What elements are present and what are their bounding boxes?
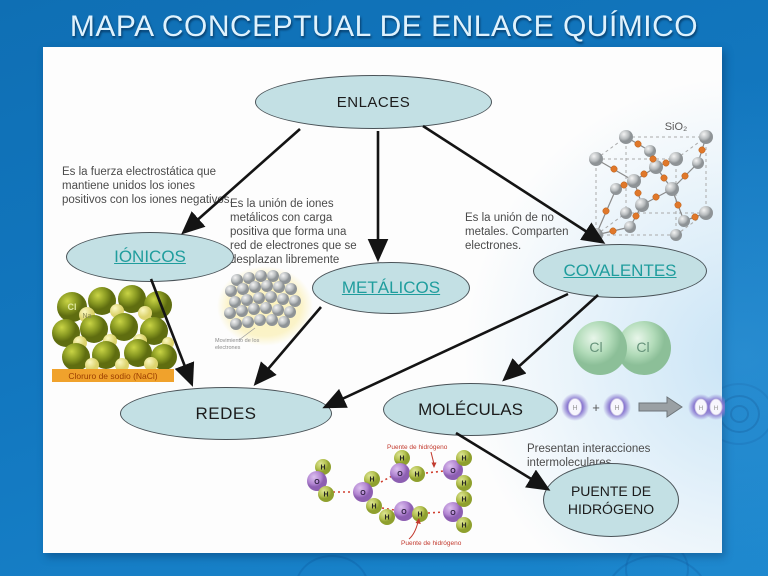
node-metalicos: METÁLICOS — [312, 262, 470, 314]
h-atom: H — [603, 393, 631, 421]
h2-formation-illustration: H + H H H — [561, 393, 725, 421]
svg-text:H: H — [399, 456, 404, 463]
water-molecules: H O H H O H H O H O H H — [307, 450, 472, 533]
cl-atom-sphere — [617, 321, 671, 375]
node-redes-label: REDES — [195, 403, 257, 423]
hbond-bottom-label: Puente de hidrógeno — [401, 540, 462, 547]
silicon-spheres — [589, 130, 713, 242]
hbond-bottom-pointer — [408, 521, 419, 540]
water-molecule: H O H — [353, 471, 382, 514]
metallic-lattice-illustration: Movimiento de los electrones — [215, 266, 313, 352]
water-molecule: O H H — [443, 491, 472, 533]
metal-sphere-grid — [224, 270, 301, 330]
svg-text:O: O — [450, 510, 456, 517]
arrow-icon — [638, 396, 683, 418]
slide-title: MAPA CONCEPTUAL DE ENLACE QUÍMICO — [69, 10, 699, 43]
svg-text:H: H — [414, 472, 419, 479]
ionicos-description: Es la fuerza electrostática que mantiene… — [62, 166, 233, 207]
nacl-sphere-cluster: Cl Na — [52, 285, 177, 372]
h-label: H — [714, 405, 719, 412]
svg-text:O: O — [397, 471, 403, 478]
concept-map-canvas: ENLACES IÓNICOS METÁLICOS COVALENTES RED… — [43, 47, 725, 553]
node-covalentes-label: COVALENTES — [563, 261, 677, 280]
hbond-top-label: Puente de hidrógeno — [387, 444, 448, 451]
node-moleculas-label: MOLÉCULAS — [418, 399, 523, 419]
hbond-bottom-pointer-head — [415, 518, 421, 524]
nacl-caption-bar — [52, 369, 174, 382]
node-metalicos-label: METÁLICOS — [341, 278, 441, 297]
na-atom-label: Na — [83, 313, 92, 320]
cl2-atom1-label: Cl — [589, 339, 602, 355]
node-puente-hidrogeno-label: PUENTE DE HIDRÓGENO — [567, 482, 655, 517]
svg-text:H: H — [371, 504, 376, 511]
node-puente-hidrogeno: PUENTE DE HIDRÓGENO — [543, 463, 679, 537]
h-label: H — [699, 405, 704, 412]
svg-text:H: H — [461, 456, 466, 463]
svg-text:H: H — [461, 481, 466, 488]
svg-text:H: H — [323, 492, 328, 499]
cl2-molecule-illustration: Cl Cl — [573, 321, 671, 375]
metalicos-description: Es la unión de iones metálicos con carga… — [230, 198, 357, 267]
covalentes-description: Es la unión de no metales. Comparten ele… — [465, 212, 569, 253]
sio2-network-illustration: SiO₂ — [589, 121, 713, 242]
svg-text:H: H — [461, 497, 466, 504]
node-ionicos-label: IÓNICOS — [114, 247, 186, 266]
hbond-top-pointer — [430, 451, 435, 465]
svg-text:H: H — [320, 465, 325, 472]
svg-text:H: H — [384, 515, 389, 522]
svg-text:O: O — [401, 509, 407, 516]
water-molecule: H O H — [390, 450, 425, 483]
metallic-caption: Movimiento de los electrones — [215, 338, 260, 352]
ripple-decoration — [295, 555, 369, 576]
nacl-crystal-illustration: Cl Na Cloruro de sodio (NaCl) — [52, 285, 177, 382]
node-ionicos: IÓNICOS — [66, 232, 234, 282]
h-label: H — [614, 405, 619, 412]
hydrogen-bond-dotted-lines — [333, 470, 445, 514]
svg-text:H: H — [417, 512, 422, 519]
cl2-atom2-label: Cl — [636, 339, 649, 355]
svg-text:H: H — [461, 523, 466, 530]
node-redes: REDES — [120, 387, 332, 440]
sio2-formula-label: SiO₂ — [665, 121, 688, 133]
oxygen-atoms — [602, 140, 706, 235]
node-moleculas: MOLÉCULAS — [383, 383, 558, 436]
svg-text:O: O — [450, 468, 456, 475]
h2-molecule: H H — [688, 394, 725, 420]
node-enlaces-label: ENLACES — [336, 93, 411, 111]
h-label: H — [572, 405, 577, 412]
node-enlaces: ENLACES — [255, 75, 492, 129]
nacl-caption: Cloruro de sodio (NaCl) — [68, 371, 157, 381]
hydrogen-bond-diagram: H O H H O H H O H O H H — [307, 444, 472, 547]
ripple-decoration — [605, 555, 709, 576]
water-molecule: O H H — [443, 450, 472, 491]
svg-text:O: O — [314, 479, 320, 486]
plus-sign: + — [592, 400, 600, 415]
water-molecule: H O H — [379, 501, 428, 525]
h-atom: H — [561, 393, 589, 421]
cl-atom-label: Cl — [68, 302, 77, 312]
svg-text:H: H — [369, 477, 374, 484]
node-covalentes: COVALENTES — [533, 244, 707, 298]
svg-text:O: O — [360, 490, 366, 497]
caption-pointer-line — [238, 327, 256, 341]
hbond-top-pointer-head — [431, 462, 437, 468]
water-molecule: H O H — [307, 459, 334, 502]
